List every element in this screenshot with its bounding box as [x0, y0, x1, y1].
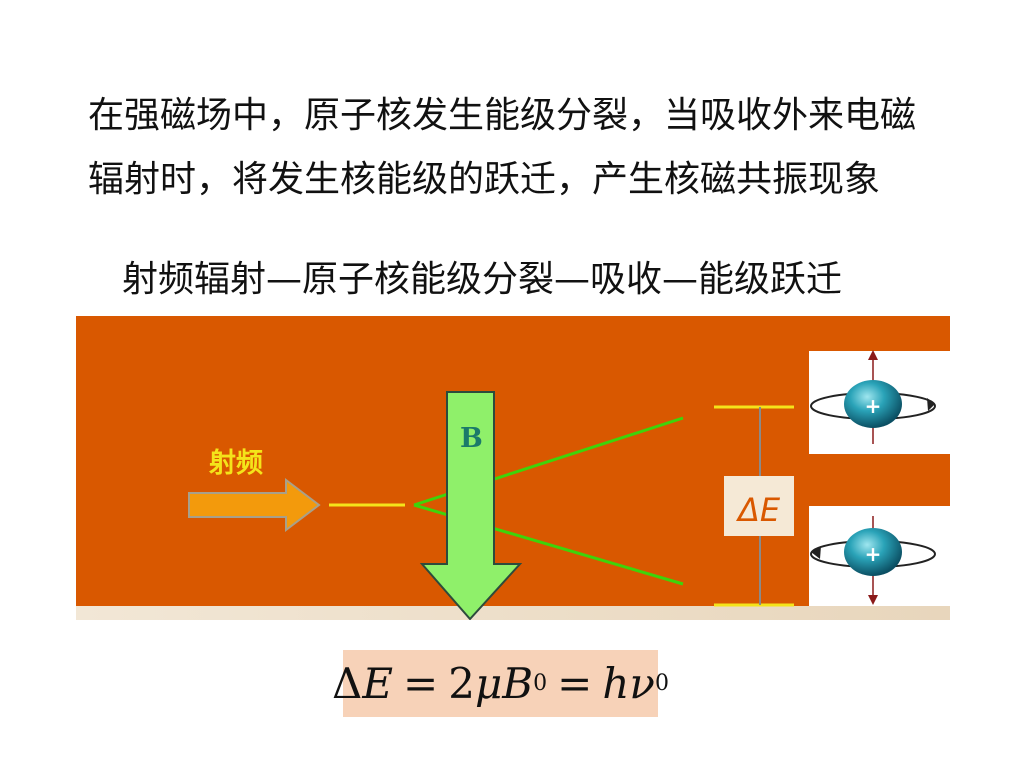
nucleus-down	[844, 528, 902, 576]
nucleus-up	[844, 380, 902, 428]
field-label: B	[460, 423, 483, 454]
delta-e-label: ΔE	[735, 491, 781, 529]
intro-text: 在强磁场中，原子核发生能级分裂，当吸收外来电磁 辐射时，将发生核能级的跃迁，产生…	[88, 84, 958, 212]
formula-nu-subscript: 0	[654, 671, 669, 696]
formula-h: h	[602, 659, 630, 708]
formula-mu: μ	[474, 659, 503, 708]
formula-delta: Δ	[332, 659, 363, 708]
magnetic-field-arrow	[419, 391, 523, 620]
formula-equals-1: =	[403, 659, 439, 708]
rf-arrow	[188, 477, 321, 533]
nucleus-down-symbol: +	[865, 542, 882, 566]
formula-e: E	[362, 659, 394, 708]
formula-b-subscript: 0	[533, 671, 548, 696]
intro-line-1: 在强磁场中，原子核发生能级分裂，当吸收外来电磁	[88, 95, 917, 136]
nmr-diagram: 射频 B ΔE + +	[76, 316, 950, 620]
rf-label: 射频	[208, 448, 263, 479]
process-chain: 射频辐射—原子核能级分裂—吸收—能级跃迁	[122, 259, 843, 300]
formula-equals-2: =	[557, 659, 593, 708]
formula-nu: ν	[629, 659, 655, 708]
formula-coefficient: 2	[448, 659, 475, 708]
delta-e-box	[724, 476, 794, 536]
intro-line-2: 辐射时，将发生核能级的跃迁，产生核磁共振现象	[88, 159, 881, 200]
spin-up-panel: +	[809, 350, 950, 454]
spin-down-panel: +	[809, 506, 950, 606]
formula-b: B	[502, 659, 534, 708]
diagram-floor	[76, 606, 950, 620]
diagram-background	[76, 316, 950, 606]
nucleus-up-symbol: +	[865, 394, 882, 418]
